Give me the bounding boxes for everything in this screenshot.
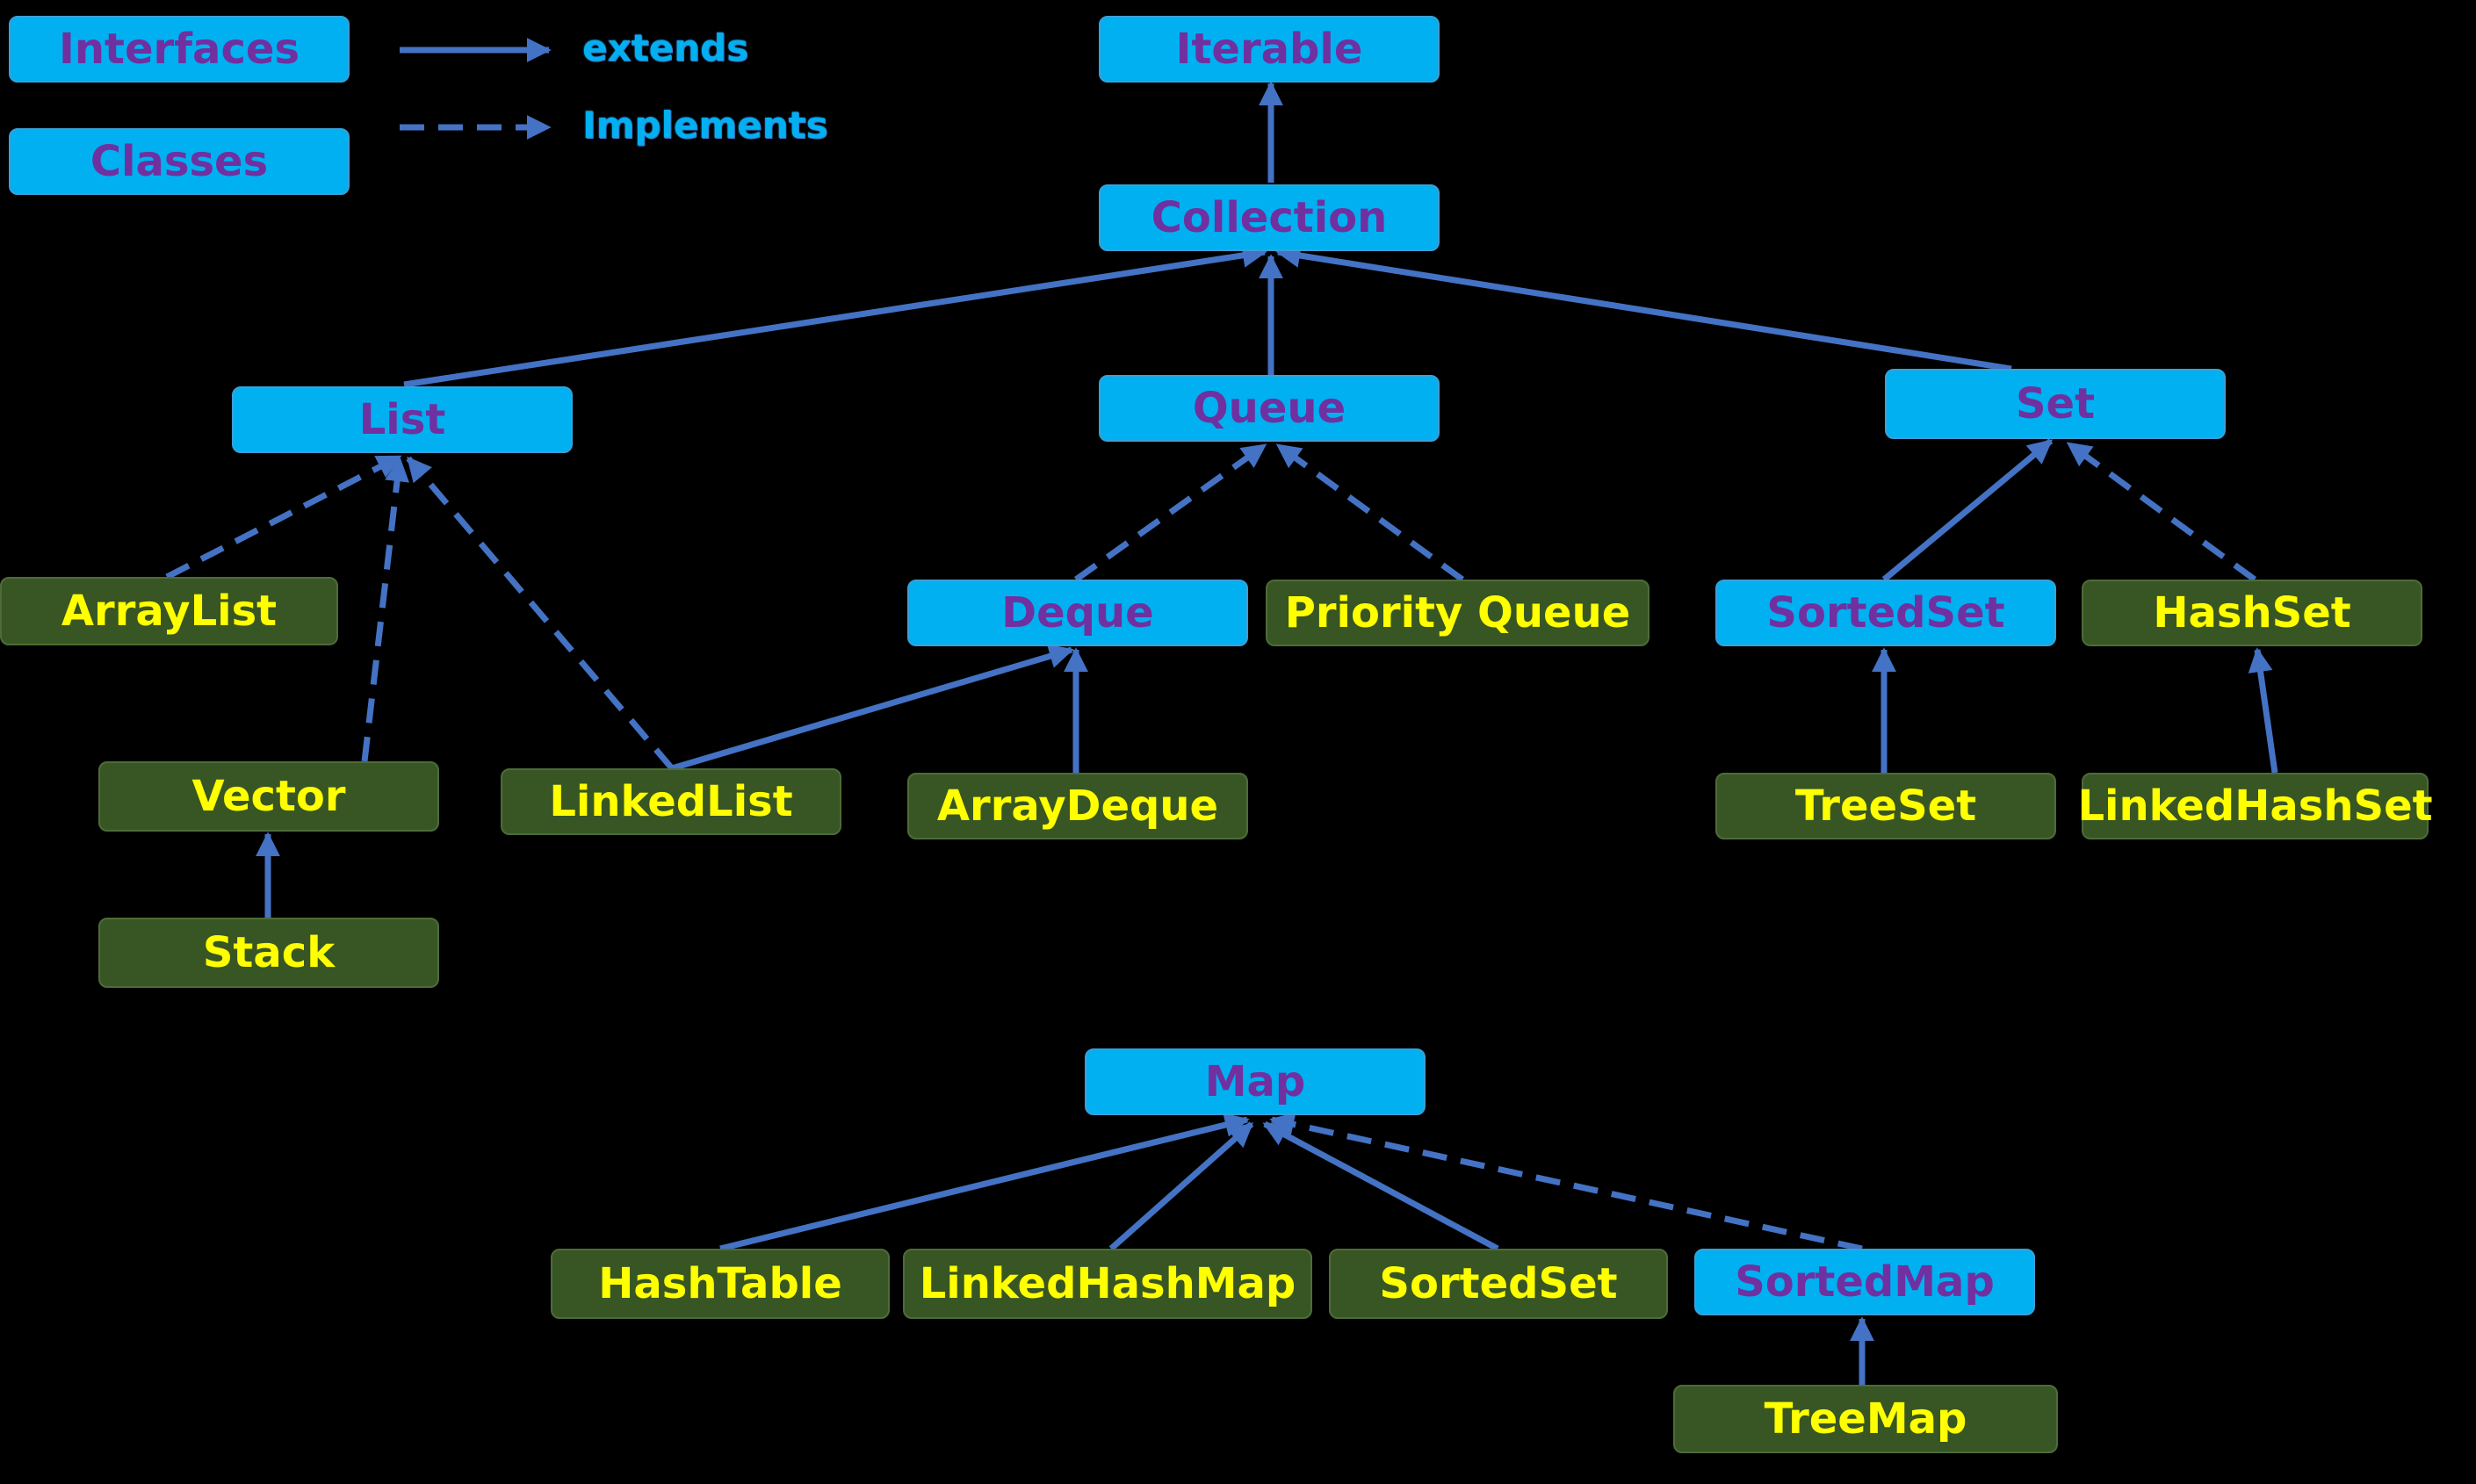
node-vector: Vector — [98, 761, 439, 832]
node-iterable: Iterable — [1099, 16, 1440, 83]
node-linkedhashset: LinkedHashSet — [2077, 773, 2433, 839]
node-deque: Deque — [907, 580, 1248, 646]
node-map: Map — [1085, 1048, 1426, 1115]
node-priorityqueue: Priority Queue — [1266, 580, 1649, 646]
edge-linkedhashmap-map — [1108, 1121, 1254, 1251]
legend-classes-box: Classes — [9, 128, 350, 195]
node-treemap: TreeMap — [1673, 1385, 2058, 1453]
node-hashtable: HashTable — [551, 1249, 890, 1319]
legend-extends-label: extends — [582, 26, 749, 69]
node-list: List — [232, 386, 573, 453]
edge-linkedlist-deque — [671, 644, 1074, 772]
edge-linkedlist-list — [406, 456, 675, 771]
node-set: Set — [1885, 369, 2226, 439]
edge-arraylist-list — [165, 453, 402, 580]
edge-list-collection — [403, 243, 1267, 388]
node-linkedlist: LinkedList — [501, 768, 841, 835]
edge-set-collection — [1275, 243, 2012, 372]
edge-sortedmap-map — [1269, 1112, 1863, 1252]
edge-hashset-set — [2066, 441, 2257, 582]
edge-deque-queue — [1073, 443, 1267, 582]
edge-linkedhashset-hashset — [2248, 647, 2278, 774]
node-sortedset-map: SortedSet — [1329, 1249, 1668, 1319]
edge-vector-list — [361, 457, 409, 762]
node-arraylist: ArrayList — [0, 577, 338, 645]
node-linkedhashmap: LinkedHashMap — [903, 1249, 1312, 1319]
node-arraydeque: ArrayDeque — [907, 773, 1248, 839]
node-hashset: HashSet — [2082, 580, 2422, 646]
edge-sortedset-map — [1262, 1120, 1499, 1252]
legend-interfaces-box: Interfaces — [9, 16, 350, 83]
node-treeset: TreeSet — [1715, 773, 2056, 839]
node-stack: Stack — [98, 918, 439, 988]
node-queue: Queue — [1099, 375, 1440, 442]
node-sortedmap: SortedMap — [1694, 1249, 2035, 1315]
node-collection: Collection — [1099, 184, 1440, 251]
edge-priorityqueue-queue — [1275, 443, 1465, 582]
edge-hashtable-map — [719, 1113, 1250, 1252]
node-sortedset: SortedSet — [1715, 580, 2056, 646]
edge-sortedset-set — [1881, 438, 2054, 582]
legend-implements-label: Implements — [582, 104, 828, 147]
